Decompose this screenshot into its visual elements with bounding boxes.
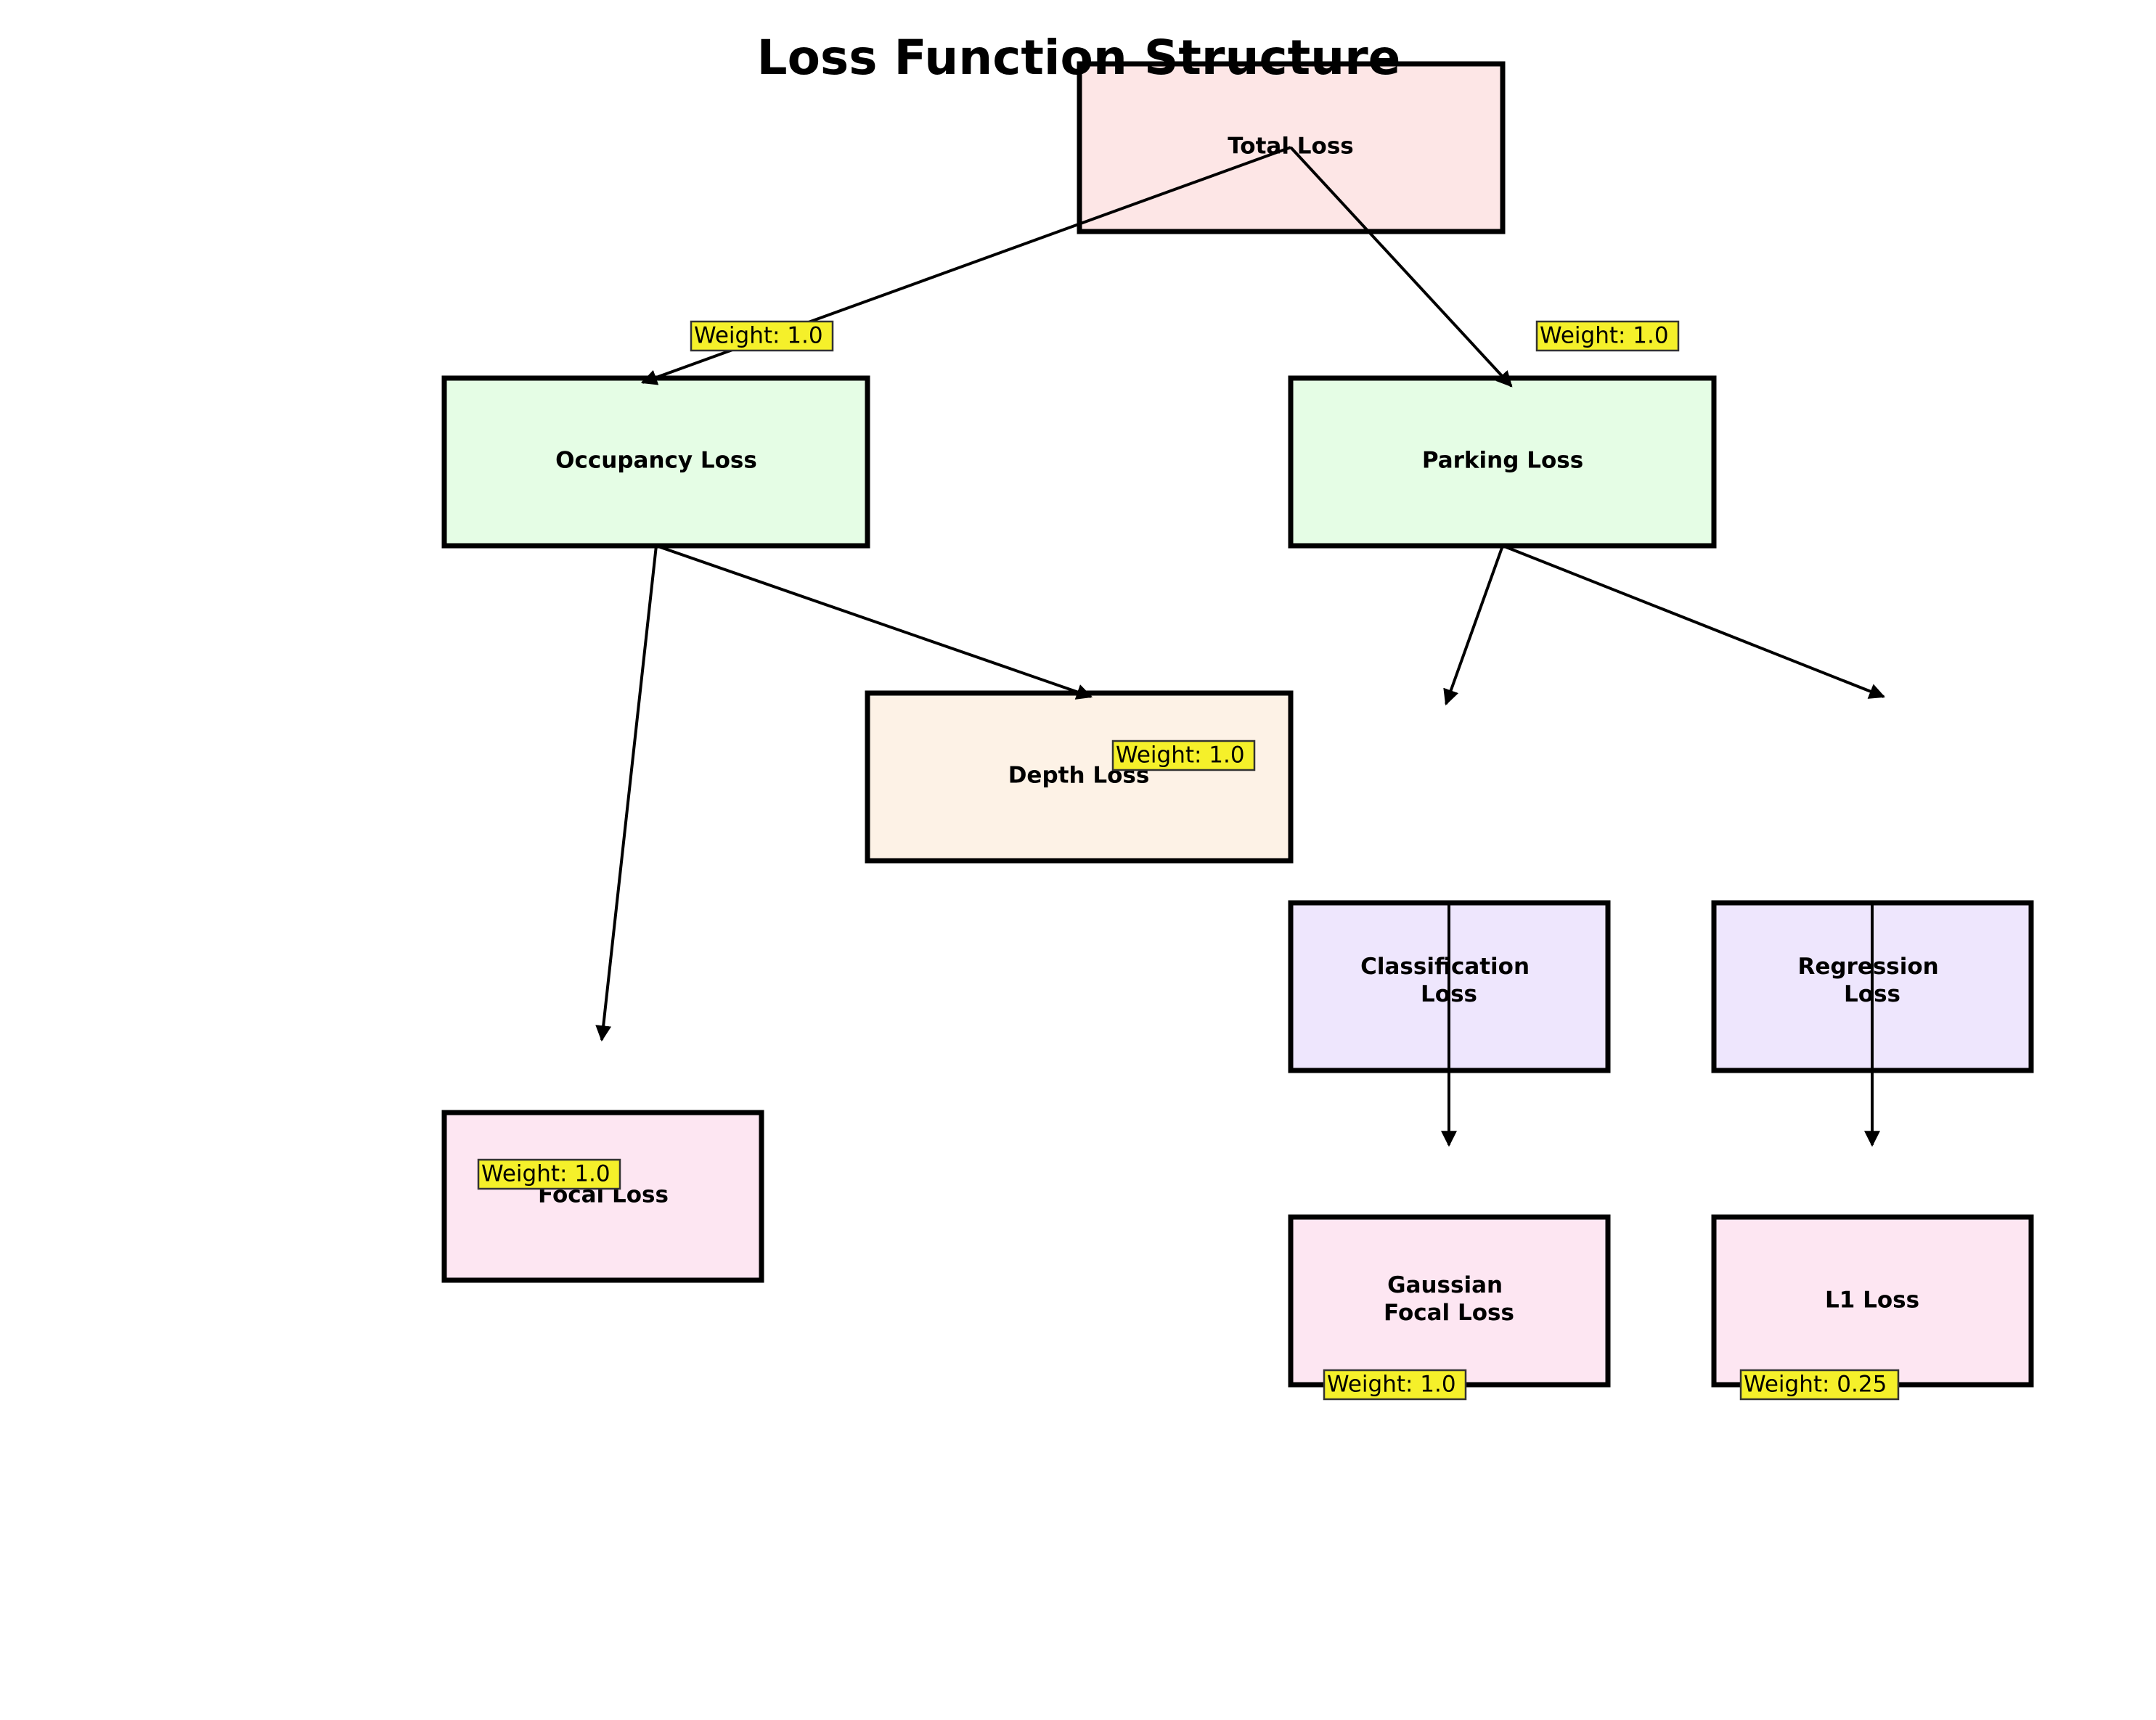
node-depth-loss-box — [865, 690, 1294, 864]
node-occupancy-loss: Occupancy Loss — [441, 375, 870, 549]
edge-parking-to-regression — [1502, 544, 1886, 699]
node-parking-loss-label: Parking Loss — [1422, 448, 1583, 474]
weight-badge-l1: Weight: 0.25 — [1739, 1369, 1900, 1401]
weight-badge-occupancy-text: Weight: 1.0 — [694, 323, 823, 349]
node-total-loss-label: Total Loss — [1228, 134, 1353, 160]
weight-badge-gaussian-focal: Weight: 1.0 — [1323, 1369, 1467, 1401]
gaussian-line-1: Gaussian — [1387, 1272, 1503, 1298]
node-depth-loss: Depth Loss — [865, 690, 1294, 864]
node-focal-loss-box — [441, 1110, 764, 1283]
node-parking-loss: Parking Loss — [1288, 375, 1717, 549]
node-l1-loss: L1 Loss — [1711, 1214, 2034, 1388]
weight-badge-parking-bg — [1535, 320, 1680, 352]
weight-badge-l1-bg — [1739, 1369, 1900, 1401]
weight-badge-focal-bg — [477, 1158, 621, 1190]
edge-parking-to-classification — [1443, 545, 1504, 706]
edge-occupancy-to-depth — [656, 544, 1093, 700]
weight-badge-occupancy-bg — [690, 320, 834, 352]
weight-badge-focal: Weight: 1.0 — [477, 1158, 621, 1190]
weight-badge-gaussian-focal-bg — [1323, 1369, 1467, 1401]
weight-badge-depth-bg — [1111, 740, 1256, 771]
weight-badge-focal-text: Weight: 1.0 — [481, 1161, 611, 1187]
node-occupancy-loss-label: Occupancy Loss — [555, 448, 757, 474]
node-gaussian-focal-loss-box — [1288, 1214, 1611, 1388]
weight-badge-parking: Weight: 1.0 — [1535, 320, 1680, 352]
weight-badge-parking-text: Weight: 1.0 — [1540, 323, 1669, 349]
node-l1-loss-box — [1711, 1214, 2034, 1388]
weight-badge-depth-text: Weight: 1.0 — [1116, 742, 1245, 769]
regression-line-1: Regression — [1797, 954, 1938, 980]
gaussian-line-2: Focal Loss — [1384, 1300, 1514, 1326]
node-l1-loss-label: L1 Loss — [1825, 1287, 1919, 1314]
edge-occupancy-to-focal — [595, 545, 658, 1042]
node-gaussian-focal-loss-label: Gaussian Focal Loss — [1384, 1272, 1514, 1326]
weight-badge-gaussian-focal-text: Weight: 1.0 — [1327, 1372, 1456, 1398]
edge-total-to-parking — [1289, 146, 1513, 388]
weight-badge-depth: Weight: 1.0 — [1111, 740, 1256, 771]
node-parking-loss-box — [1288, 375, 1717, 549]
diagram-title: Loss Function Structure — [757, 30, 1401, 86]
node-focal-loss: Focal Loss — [441, 1110, 764, 1283]
node-regression-loss-label: Regression Loss — [1797, 954, 1946, 1007]
weight-badge-occupancy: Weight: 1.0 — [690, 320, 834, 352]
node-gaussian-focal-loss: Gaussian Focal Loss — [1288, 1214, 1611, 1388]
classification-line-1: Classification — [1360, 954, 1530, 980]
weight-badge-l1-text: Weight: 0.25 — [1744, 1372, 1887, 1398]
